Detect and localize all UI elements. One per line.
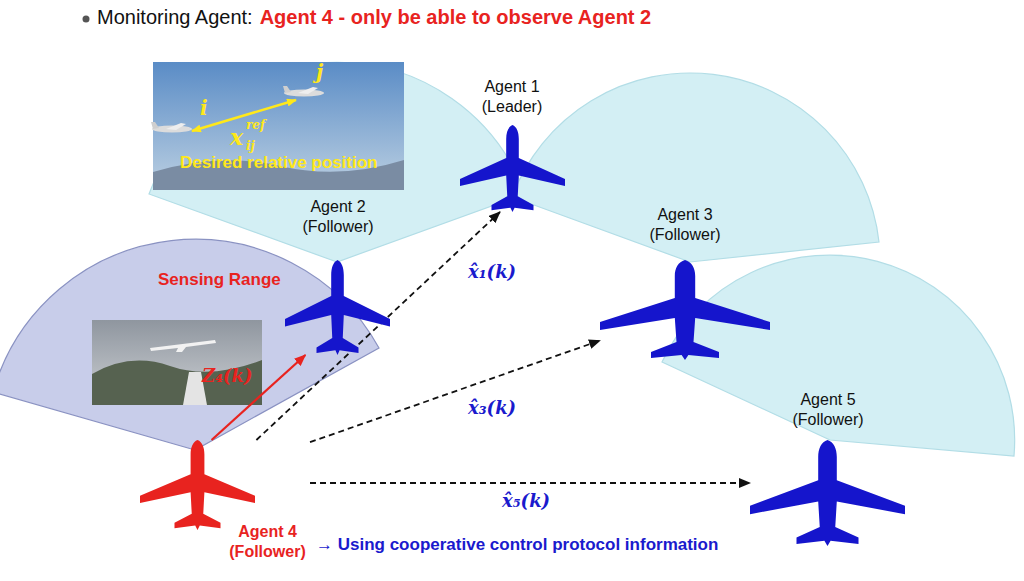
edge-label-holder: x̂₃(k) — [466, 398, 518, 419]
edge-label-holder: x̂₁(k) — [466, 262, 518, 283]
slide-title: Monitoring Agent: — [97, 5, 253, 29]
airplane-icon — [140, 440, 255, 530]
agent-label-holder: Agent 2 (Follower) — [293, 197, 383, 236]
agent-label-holder: Agent 3 (Follower) — [640, 205, 730, 244]
agent-node: Agent 3 (Follower) — [600, 203, 770, 360]
drone-j — [283, 86, 324, 97]
agent-label-holder: Agent 4 (Follower) — [225, 522, 310, 561]
agent-index: j — [316, 62, 323, 82]
edge-label: Z₄(k) — [200, 366, 255, 387]
agent-label: Agent 1 (Leader) — [472, 77, 552, 116]
note-text-holder: → Using cooperative control protocol inf… — [316, 536, 718, 555]
agent-label: Agent 5 (Follower) — [783, 390, 873, 429]
agent-node: Agent 1 (Leader) — [455, 75, 570, 212]
airplane-icon — [285, 260, 390, 355]
drone-tail — [151, 122, 159, 129]
agent-label-holder: Agent 1 (Leader) — [472, 77, 552, 116]
edge-label: x̂₁(k) — [466, 262, 518, 283]
math-superscript-holder: ref — [246, 119, 265, 131]
bullet-dot — [83, 16, 90, 23]
math-subscript: ij — [246, 140, 255, 152]
estimate-arrow — [310, 341, 600, 443]
agent-index-holder: i — [200, 98, 208, 118]
photo-sky — [153, 62, 404, 190]
agent-node: Agent 4 (Follower) — [140, 440, 310, 565]
sensing-fan — [512, 73, 879, 262]
edge-label-holder: x̂₅(k) — [500, 491, 552, 512]
math-subscript-holder: ij — [246, 140, 255, 152]
photo-caption-holder: Desired relative position — [180, 154, 377, 173]
drone-wing — [298, 87, 318, 94]
drone-wing — [166, 123, 186, 130]
formation-photo — [151, 62, 404, 190]
airplane-shape — [460, 125, 565, 212]
edge-label-holder: Z₄(k) — [200, 366, 255, 387]
airplane-shape — [600, 260, 770, 360]
estimate-arrow — [256, 212, 500, 440]
airplane-icon — [460, 125, 565, 212]
title-row: Monitoring Agent: Agent 4 - only be able … — [97, 5, 651, 29]
agent-index: i — [200, 98, 208, 118]
sensor-photo — [92, 320, 262, 405]
sensing-fan — [149, 62, 525, 262]
photo-sky — [92, 320, 262, 405]
math-symbol: x — [230, 126, 243, 148]
agent-label: Agent 3 (Follower) — [640, 205, 730, 244]
agent-label: Agent 4 (Follower) — [225, 522, 310, 561]
note-text: → Using cooperative control protocol inf… — [316, 536, 718, 555]
agent-node: Agent 2 (Follower) — [285, 195, 390, 355]
airplane-shape — [140, 440, 255, 530]
edge-label: x̂₅(k) — [500, 491, 552, 512]
airplane-icon — [750, 440, 905, 546]
math-superscript: ref — [246, 119, 265, 131]
photo-caption: Desired relative position — [180, 154, 377, 173]
observed-aircraft — [150, 340, 216, 352]
drone-i — [151, 122, 192, 133]
estimate-arrow — [310, 482, 750, 484]
agent-label: Agent 2 (Follower) — [293, 197, 383, 236]
agent-index-holder: j — [316, 62, 323, 82]
airplane-shape — [285, 260, 390, 355]
airplane-icon — [600, 260, 770, 360]
airplane-shape — [750, 440, 905, 546]
photo-hills — [92, 360, 262, 405]
agent-label-holder: Agent 5 (Follower) — [783, 390, 873, 429]
agent-node: Agent 5 (Follower) — [750, 388, 905, 546]
region-label: Sensing Range — [158, 271, 281, 290]
title-highlight: Agent 4 - only be able to observe Agent … — [260, 5, 652, 29]
edge-label: x̂₃(k) — [466, 398, 518, 419]
math-symbol-holder: x — [230, 126, 243, 148]
region-label-holder: Sensing Range — [158, 271, 281, 290]
drone-tail — [283, 86, 291, 93]
